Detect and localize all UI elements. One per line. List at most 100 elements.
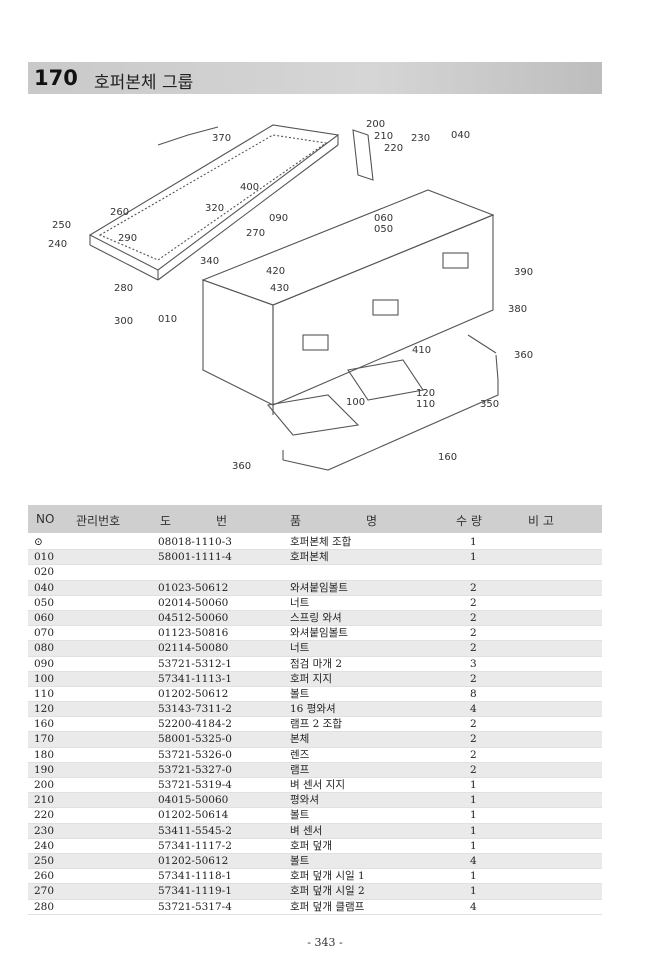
callout-320: 320 [205,203,224,214]
callout-410: 410 [412,345,431,356]
part-code: 53143-7311-2 [158,703,232,716]
part-no: 190 [34,763,55,776]
part-name: 호퍼 덮개 [290,839,332,852]
part-qty: 1 [470,809,477,822]
part-no: 040 [34,581,55,594]
table-row: 020 [28,565,602,581]
part-no: ⊙ [34,536,43,548]
callout-050: 050 [374,224,393,235]
callout-300: 300 [114,316,133,327]
header-code: 관리번호 [76,514,121,528]
part-no: 260 [34,870,55,883]
part-qty: 2 [470,581,477,594]
callout-370: 370 [212,133,231,144]
callout-340: 340 [200,256,219,267]
part-no: 050 [34,596,55,609]
part-code: 57341-1113-1 [158,672,232,685]
header-drawing-2: 번 [216,514,228,528]
part-code: 53721-5327-0 [158,763,232,776]
header-qty: 수 량 [456,514,482,528]
callout-350: 350 [480,399,499,410]
part-name: 호퍼본체 [290,551,329,564]
callout-160: 160 [438,452,457,463]
callout-100: 100 [346,397,365,408]
part-qty: 1 [470,870,477,883]
callout-060: 060 [374,213,393,224]
part-no: 280 [34,900,55,913]
part-no: 170 [34,733,55,746]
callout-090: 090 [269,213,288,224]
part-name: 너트 [290,642,310,655]
part-code: 02014-50060 [158,596,229,609]
part-name: 램프 [290,763,310,776]
part-code: 53721-5317-4 [158,900,232,913]
part-code: 57341-1118-1 [158,870,232,883]
callout-420: 420 [266,266,285,277]
part-code: 04512-50060 [158,611,229,624]
part-no: 070 [34,627,55,640]
part-qty: 4 [470,703,477,716]
part-name: 와셔붙임볼트 [290,581,348,594]
part-code: 01023-50612 [158,581,229,594]
part-qty: 2 [470,642,477,655]
part-qty: 2 [470,627,477,640]
part-code: 53721-5326-0 [158,748,232,761]
callout-270: 270 [246,228,265,239]
part-qty: 1 [470,779,477,791]
part-qty: 4 [470,900,477,913]
part-code: 52200-4184-2 [158,718,232,731]
table-row: 060 04512-50060 스프링 와셔 2 [28,610,602,627]
table-row: 040 01023-50612 와셔붙임볼트 2 [28,580,602,596]
callout-040: 040 [451,130,470,141]
part-no: 110 [34,687,55,700]
part-name: 볼트 [290,809,310,822]
part-qty: 4 [470,854,477,867]
part-name: 호퍼본체 조합 [290,536,352,548]
diagram-svg: 370 200 210 220 230 040 400 320 250 260 … [48,119,533,472]
part-no: 160 [34,718,55,731]
part-no: 080 [34,642,55,655]
part-no: 120 [34,703,55,716]
exploded-parts-diagram: 370 200 210 220 230 040 400 320 250 260 … [28,105,602,495]
part-qty: 2 [470,596,477,609]
callout-200: 200 [366,119,385,130]
part-qty: 1 [470,536,477,548]
callout-360-right: 360 [514,350,533,361]
part-name: 스프링 와셔 [290,611,342,624]
callout-120: 120 [416,388,435,399]
callout-280: 280 [114,283,133,294]
part-name: 평와셔 [290,794,319,807]
table-row: ⊙ 08018-1110-3 호퍼본체 조합 1 [28,535,602,551]
section-title-bar: 170 호퍼본체 그룹 [28,62,602,94]
part-no: 060 [34,611,55,624]
part-qty: 1 [470,885,477,898]
callout-010: 010 [158,314,177,325]
section-number: 170 [34,66,78,90]
part-name: 본체 [290,733,310,746]
part-code: 04015-50060 [158,794,229,807]
part-qty: 3 [470,657,477,670]
part-name: 벼 센서 [290,824,323,837]
callout-240: 240 [48,239,67,250]
part-qty: 2 [470,611,477,624]
callout-220: 220 [384,143,403,154]
callout-250: 250 [52,220,71,231]
table-header: NO 관리번호 도 번 품 명 수 량 비 고 [28,505,602,533]
page-number: - 343 - [307,936,343,949]
part-code: 57341-1117-2 [158,839,232,852]
part-name: 램프 2 조합 [290,718,342,731]
part-code: 08018-1110-3 [158,536,232,548]
part-no: 230 [34,824,55,837]
part-code: 57341-1119-1 [158,885,232,898]
